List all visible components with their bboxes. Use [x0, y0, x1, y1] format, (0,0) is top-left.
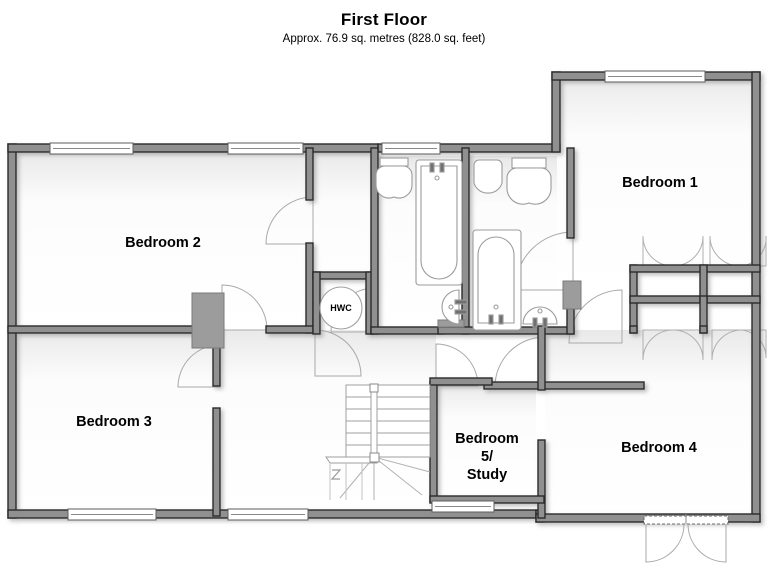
bidet-right [473, 159, 503, 194]
room-fill-bedroom-5 [436, 382, 536, 510]
wall-bathroom-right-east-upper [566, 147, 575, 239]
handrail-lower [325, 456, 378, 464]
room-label-bedroom-3: Bedroom 3 [76, 414, 152, 430]
basin-drain-right [537, 308, 543, 314]
basin-right [522, 306, 558, 325]
door-swing-bedroom-2-upper [265, 196, 314, 245]
wardrobe-swing-4a [711, 329, 743, 361]
bath-inner-left [420, 165, 458, 280]
bath-tap-left-b [439, 162, 445, 173]
newel-post-top [369, 383, 379, 393]
wall-bedroom5-north [429, 377, 493, 386]
wall-bathroom-divider [461, 147, 470, 335]
radiator-ensuite [562, 280, 582, 310]
hwc-label: HWC [330, 303, 352, 313]
stair-string [370, 384, 378, 458]
french-doors-bedroom-4 [643, 514, 729, 563]
room-label-bedroom-4: Bedroom 4 [621, 440, 697, 456]
wall-bedroom4-west-lower [537, 439, 546, 519]
wall-bedroom4-west-upper [537, 325, 546, 391]
room-fills [16, 73, 753, 522]
hot-water-cylinder: HWC [319, 286, 363, 330]
basin-tap-left-a [454, 299, 468, 305]
room-label-bedroom-5-line-1: Bedroom [455, 431, 519, 447]
room-label-bedroom-2: Bedroom 2 [125, 235, 201, 251]
wall-wardrobe-s-nub [699, 325, 708, 334]
hwc-circle [319, 286, 363, 330]
bath-inner-right [477, 236, 515, 324]
wall-exterior-bed1-west [551, 71, 561, 153]
wall-bedroom4-north [483, 381, 645, 390]
french-door-swing-right [687, 523, 727, 563]
bath-tap-right-b [498, 314, 504, 325]
winder-ray-1 [373, 456, 431, 473]
room-fill-bedroom-2 [16, 152, 313, 330]
fixtures-bathroom-right [472, 157, 558, 331]
room-fill-bedroom-4 [545, 330, 753, 522]
wall-hwc-north [312, 271, 372, 280]
radiator-bedroom-2 [191, 292, 225, 349]
wall-bedroom2-bedroom3 [7, 325, 221, 334]
basin-tap-right-b [542, 317, 548, 328]
toilet-bowl-left [375, 165, 413, 199]
wall-hwc-west [312, 271, 321, 335]
winder-ray-2 [373, 456, 423, 496]
basin-tap-right-a [532, 317, 538, 328]
basin-drain-left [448, 304, 454, 310]
wall-wardrobe-mid [629, 295, 761, 304]
wardrobe-swing-3a [642, 329, 674, 361]
room-label-bedroom-5-study: Bedroom 5/ Study [455, 431, 519, 483]
bath-drain-left [434, 175, 440, 181]
room-label-bedroom-5-line-2: 5/ [481, 449, 493, 465]
door-swing-hwc [314, 329, 362, 377]
room-label-bedroom-5-line-3: Study [467, 467, 507, 483]
room-fill-bedroom-3 [16, 330, 220, 510]
french-door-swing-left [645, 523, 685, 563]
room-labels: Bedroom 2 Bedroom 3 Bedroom 1 Bedroom 4 … [76, 175, 698, 483]
wall-bathroom-left-south [370, 326, 444, 335]
toilet-cistern-left [379, 157, 409, 167]
radiators [191, 280, 582, 349]
wardrobe-swing-3b [672, 329, 704, 361]
door-swing-bedroom-1 [568, 289, 623, 344]
wall-wardrobe-sw-nub [629, 325, 638, 334]
wall-wardrobe-north-a [629, 264, 761, 273]
stair-direction-arrow [330, 469, 342, 480]
room-label-bedroom-1: Bedroom 1 [622, 175, 698, 191]
wall-bedroom5-east [429, 381, 438, 503]
basin-tap-left-b [454, 309, 468, 315]
bath-drain-right [493, 304, 499, 310]
toilet-bowl-right [506, 167, 552, 205]
toilet-cistern-right [511, 157, 547, 169]
windows [49, 70, 706, 521]
balusters [329, 463, 363, 500]
bath-tap-left-a [429, 162, 435, 173]
door-swing-bedroom-5 [435, 343, 479, 387]
staircase [325, 383, 431, 500]
bath-tap-right-a [488, 314, 494, 325]
wall-bedroom3-east-lower [212, 407, 221, 517]
fixtures-bathroom-left [375, 157, 468, 325]
newel-post-bottom [369, 452, 380, 463]
room-fill-bedroom-1 [557, 73, 753, 293]
wall-bedroom2-east-lower [305, 242, 314, 334]
wall-bedroom2-east-upper [305, 147, 314, 201]
wall-bedroom2-south-stub [265, 325, 314, 334]
